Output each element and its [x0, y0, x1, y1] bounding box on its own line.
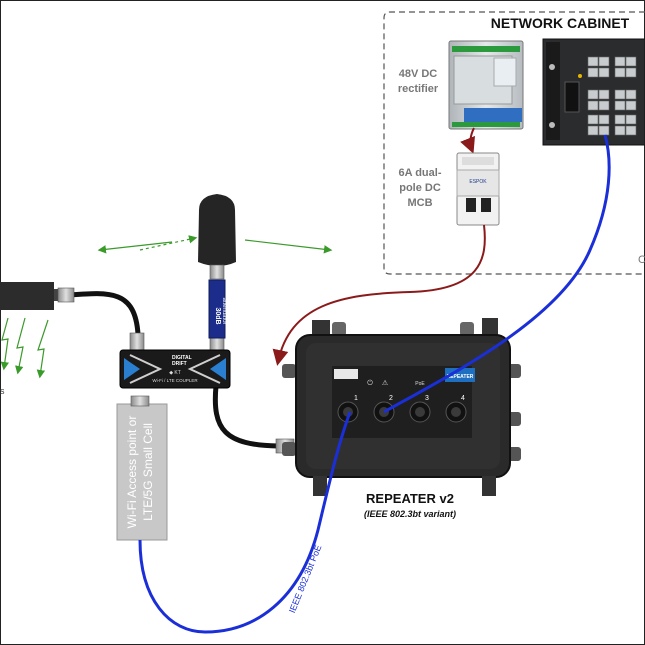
- rectifier-label-line1: 48V DC: [399, 68, 438, 80]
- access-point-label-line2: LTE/5G Small Cell: [141, 423, 155, 521]
- repeater-enclosure: [282, 318, 521, 496]
- access-point-body: [116, 403, 168, 541]
- mcb-label-line3: MCB: [407, 197, 432, 209]
- rectifier-label-line2: rectifier: [398, 83, 439, 95]
- network-cabinet-title: NETWORK CABINET: [491, 15, 630, 31]
- port-label-3: 3: [425, 395, 429, 402]
- dc-wire-mcb-repeater: [272, 224, 486, 366]
- rf-signals: [0, 235, 333, 379]
- port-4: [445, 401, 467, 423]
- warning-icon: ⚠: [382, 379, 388, 387]
- access-point-label-line1: Wi-Fi Access point or: [125, 416, 139, 529]
- power-icon: ⏻: [367, 379, 373, 387]
- repeater-subtitle: (IEEE 802.3bt variant): [364, 509, 456, 519]
- left-edge-fragment: s: [0, 386, 5, 396]
- port-label-1: 1: [354, 395, 358, 402]
- network-switch: [542, 38, 645, 146]
- coupler-caption: Wi-Fi / LTE COUPLER: [152, 378, 198, 383]
- left-antenna-device: [0, 282, 54, 310]
- coupler-sub-brand: ◆ KT: [169, 370, 181, 376]
- repeater-brand: REPEATER: [447, 374, 474, 380]
- rf-antenna: [198, 194, 236, 280]
- port-label-2: 2: [389, 395, 393, 402]
- attenuator-body: [208, 279, 226, 339]
- attenuator-label-line1: 30dB: [214, 307, 221, 324]
- dc-wire-rectifier-mcb: [460, 127, 475, 154]
- repeater-poe-label: PoE: [415, 381, 425, 387]
- poe-cables: [138, 134, 611, 634]
- mcb-label-line2: pole DC: [399, 182, 441, 194]
- cabinet-edge-letter: C: [638, 254, 645, 266]
- coupler-brand-line1: DIGITAL: [172, 355, 192, 361]
- dc-mcb: [456, 152, 500, 226]
- mcb-brand: ESPOK: [469, 179, 487, 185]
- coupler-brand-line2: DRIFT: [172, 361, 187, 367]
- attenuator-label-line2: attenuator: [221, 297, 227, 324]
- repeater-title: REPEATER v2: [366, 491, 454, 506]
- rf-coupler: [119, 349, 231, 389]
- poe-cable-label: IEEE 802.3bt PoE: [287, 543, 323, 614]
- network-cabinet-border: [383, 11, 645, 275]
- port-3: [409, 401, 431, 423]
- port-label-4: 4: [461, 395, 465, 402]
- repeater-ports: [337, 401, 467, 423]
- mcb-label-line1: 6A dual-: [399, 167, 442, 179]
- dc-rectifier: [448, 40, 524, 130]
